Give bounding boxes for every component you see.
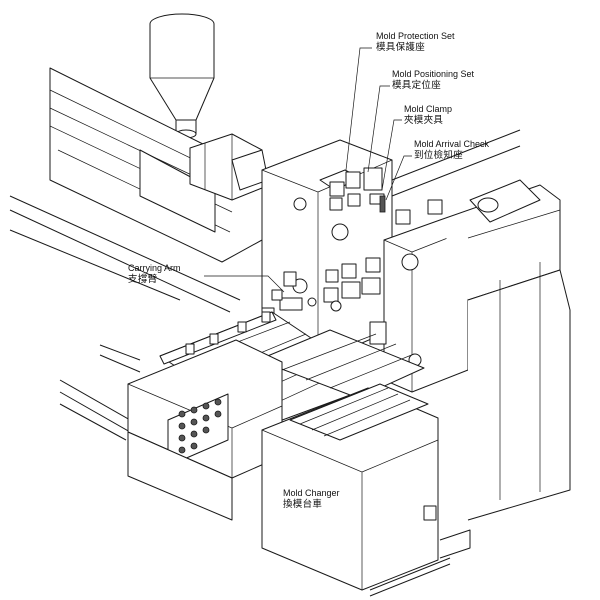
- mold-changer-cart: [261, 383, 471, 597]
- label-carrying-arm: Carrying Arm 支撐臂: [128, 263, 181, 285]
- label-mold-positioning-set-en: Mold Positioning Set: [392, 69, 475, 79]
- tie-bars: [391, 129, 541, 223]
- callout-leaders: [204, 47, 412, 293]
- label-mold-protection-set-en: Mold Protection Set: [376, 31, 455, 41]
- label-mold-changer-en: Mold Changer: [283, 488, 340, 498]
- label-carrying-arm-en: Carrying Arm: [128, 263, 181, 273]
- moving-platen: [383, 184, 571, 521]
- label-mold-positioning-set: Mold Positioning Set 模具定位座: [392, 69, 474, 91]
- label-mold-clamp-en: Mold Clamp: [404, 104, 453, 114]
- label-mold-changer-zh: 換模台車: [283, 499, 323, 510]
- label-mold-clamp-zh: 夾模夾具: [404, 115, 444, 126]
- label-mold-arrival-check-zh: 到位檢知座: [414, 150, 464, 161]
- label-mold-arrival-check: Mold Arrival Check 到位檢知座: [414, 139, 489, 161]
- label-mold-arrival-check-en: Mold Arrival Check: [414, 139, 490, 149]
- label-mold-protection-set: Mold Protection Set 模具保護座: [376, 31, 455, 53]
- label-carrying-arm-zh: 支撐臂: [128, 274, 158, 285]
- label-mold-protection-set-zh: 模具保護座: [376, 42, 426, 53]
- label-mold-clamp: Mold Clamp 夾模夾具: [404, 104, 452, 126]
- label-mold-positioning-set-zh: 模具定位座: [392, 80, 442, 91]
- control-cabinet: [127, 339, 283, 521]
- hopper: [149, 13, 215, 139]
- machine-base: [9, 195, 241, 441]
- injection-unit: [49, 67, 269, 263]
- label-mold-changer: Mold Changer 換模台車: [283, 488, 340, 510]
